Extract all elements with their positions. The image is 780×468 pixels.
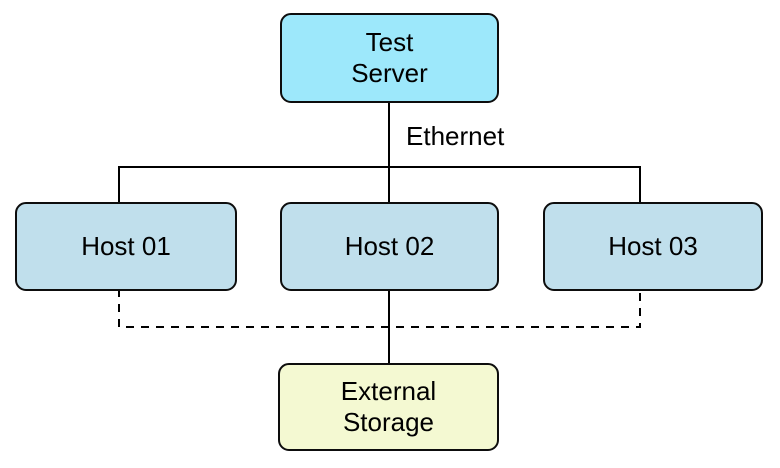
node-host-01-label: Host 01	[81, 231, 171, 261]
node-external-storage-label: External Storage	[340, 376, 437, 437]
node-host-01: Host 01	[15, 202, 237, 291]
node-test-server-label: Test Server	[351, 27, 428, 88]
node-host-03: Host 03	[543, 202, 763, 291]
ethernet-label: Ethernet	[406, 121, 505, 151]
node-test-server: Test Server	[280, 13, 499, 103]
node-host-03-label: Host 03	[608, 231, 698, 261]
node-host-02-label: Host 02	[344, 231, 435, 261]
node-host-02: Host 02	[280, 202, 499, 291]
node-external-storage: External Storage	[278, 363, 499, 451]
edge-dashed-storage-path	[118, 289, 641, 328]
